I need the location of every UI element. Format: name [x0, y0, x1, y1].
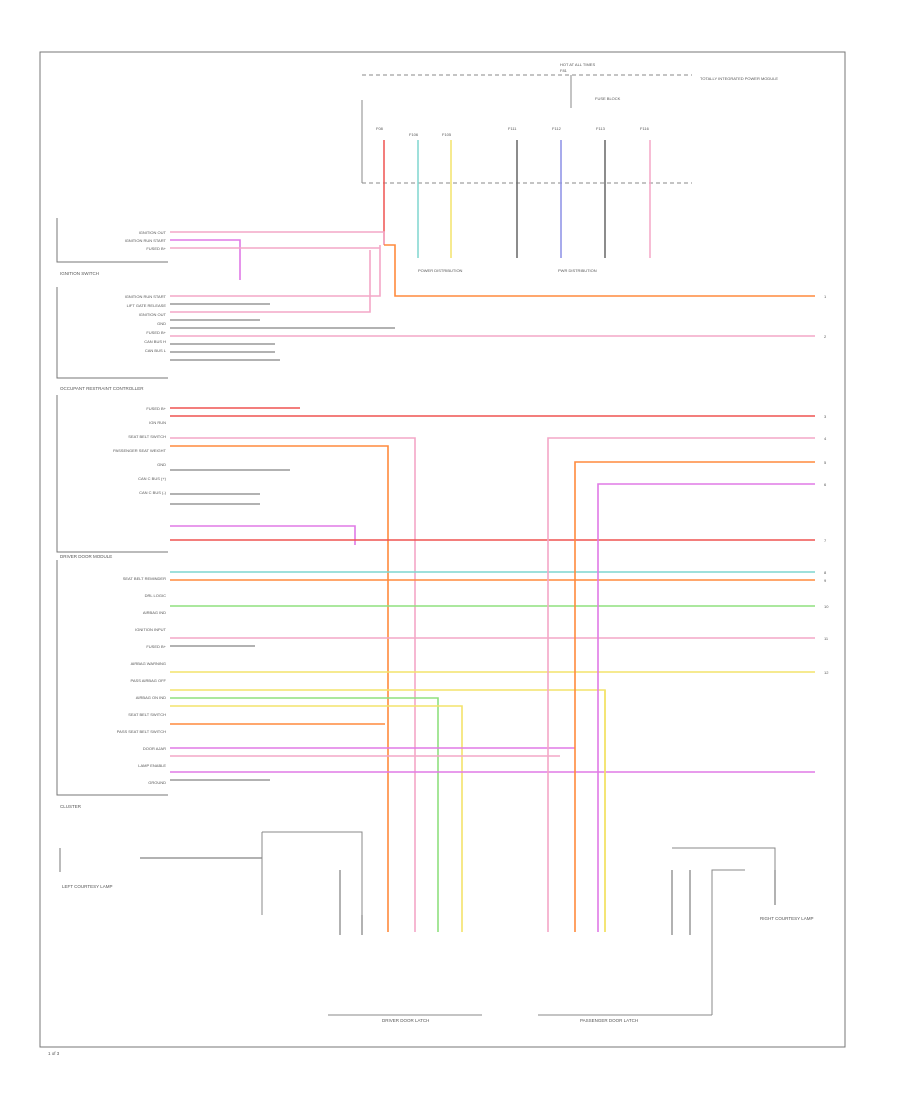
wire-end-number: 2	[824, 334, 827, 339]
wire-magenta	[170, 239, 241, 280]
fuse-label: F08	[376, 126, 384, 131]
left-module-row-label: CAN BUS H	[144, 339, 166, 344]
fuse-group-label: PWR DISTRIBUTION	[558, 268, 597, 273]
wire-pink	[170, 437, 416, 932]
cluster-row-label: SEAT BELT SWITCH	[128, 712, 166, 717]
wire-pink	[170, 250, 371, 313]
occupant-row-label: FUSED B+	[146, 406, 166, 411]
diagram-frame	[39, 51, 846, 1048]
left-module-title: DRIVER DOOR MODULE	[60, 554, 112, 559]
wire-pink	[170, 245, 381, 297]
ignition-row-label: IGNITION OUT	[139, 230, 167, 235]
wire-orange	[574, 461, 815, 932]
fuse-label: F106	[409, 132, 419, 137]
fuse-label: F113	[596, 126, 606, 131]
left-module-row-label: LIFT GATE RELEASE	[127, 303, 167, 308]
fuse-label: F112	[552, 126, 562, 131]
occupant-row-label: PASSENGER SEAT WEIGHT	[113, 448, 166, 453]
cluster-row-label: PASS SEAT BELT SWITCH	[117, 729, 166, 734]
cluster-bottom-title: CLUSTER	[60, 804, 82, 809]
cluster-row-label: DOOR AJAR	[143, 746, 166, 751]
wire-end-number: 6	[824, 482, 827, 487]
cluster-row-label: AIRBAG IND	[143, 610, 166, 615]
module-row-labels: IGNITION OUT IGNITION RUN START FUSED B+ IG…	[113, 230, 167, 785]
wire-magenta	[170, 525, 356, 545]
wire-end-number: 3	[824, 414, 827, 419]
wire-pink	[170, 231, 385, 245]
wire-end-number: 8	[824, 570, 827, 575]
driver-door-latch-label: DRIVER DOOR LATCH	[382, 1018, 429, 1023]
wire-end-number: 9	[824, 578, 827, 583]
wire-end-number: 10	[824, 604, 829, 609]
ignition-row-label: IGNITION RUN START	[125, 238, 167, 243]
wire-orange	[170, 445, 389, 932]
left-module-row-label: GND	[157, 321, 166, 326]
left-courtesy-label: LEFT COURTESY LAMP	[62, 884, 113, 889]
occupant-row-label: IGN RUN	[149, 420, 166, 425]
top-fuse-box: FUSE BLOCK	[595, 96, 621, 101]
fuse-block: HOT AT ALL TIMES F81 FUSE BLOCK TOTALLY …	[361, 62, 778, 273]
fuse-label: F116	[640, 126, 650, 131]
wire-end-number: 7	[824, 538, 827, 543]
wire-end-number: 11	[824, 636, 829, 641]
top-fuse-sub: F81	[560, 68, 568, 73]
left-module-row-label: CAN BUS L	[145, 348, 167, 353]
wire-end-number: 5	[824, 460, 827, 465]
wire-orange	[384, 244, 815, 297]
cluster-row-label: SEAT BELT REMINDER	[123, 576, 166, 581]
module-outlines	[56, 218, 168, 872]
wire-pink	[547, 437, 815, 932]
connector-brackets	[261, 831, 776, 1016]
wire-green	[170, 697, 439, 932]
cluster-row-label: PASS AIRBAG OFF	[131, 678, 167, 683]
left-module-row-label: IGNITION RUN START	[125, 294, 167, 299]
occupant-row-label: CAN C BUS (-)	[139, 490, 167, 495]
top-note: TOTALLY INTEGRATED POWER MODULE	[700, 76, 778, 81]
cluster-row-label: AIRBAG ON IND	[136, 695, 166, 700]
ignition-switch-title: IGNITION SWITCH	[60, 271, 99, 276]
occupant-row-label: SEAT BELT SWITCH	[128, 434, 166, 439]
cluster-row-label: GROUND	[148, 780, 166, 785]
occupant-row-label: GND	[157, 462, 166, 467]
wire-end-number: 12	[824, 670, 829, 675]
wire-end-number: 1	[824, 294, 827, 299]
left-module-row-label: FUSED B+	[146, 330, 166, 335]
cluster-row-label: FUSED B+	[146, 644, 166, 649]
fuse-group-label: POWER DISTRIBUTION	[418, 268, 463, 273]
passenger-door-latch-label: PASSENGER DOOR LATCH	[580, 1018, 638, 1023]
footer-label: 1 of 3	[48, 1051, 60, 1056]
cluster-row-label: AIRBAG WARNING	[131, 661, 166, 666]
ignition-row-label: FUSED B+	[146, 246, 166, 251]
cluster-row-label: IGNITION INPUT	[135, 627, 166, 632]
wire-magenta	[597, 483, 815, 932]
wires	[140, 231, 815, 935]
cluster-row-label: DRL LOGIC	[145, 593, 167, 598]
right-courtesy-label: RIGHT COURTESY LAMP	[760, 916, 814, 921]
top-fuse-label: HOT AT ALL TIMES	[560, 62, 595, 67]
wire-yellow	[170, 705, 463, 932]
cluster-row-label: LAMP ENABLE	[138, 763, 166, 768]
occupant-row-label: CAN C BUS (+)	[138, 476, 167, 481]
occupant-module-title: OCCUPANT RESTRAINT CONTROLLER	[60, 386, 144, 391]
fuse-drops	[383, 140, 651, 258]
fuse-label: F111	[508, 126, 517, 131]
left-module-row-label: IGNITION OUT	[139, 312, 167, 317]
fuse-label: F105	[442, 132, 452, 137]
wire-end-number: 4	[824, 436, 827, 441]
